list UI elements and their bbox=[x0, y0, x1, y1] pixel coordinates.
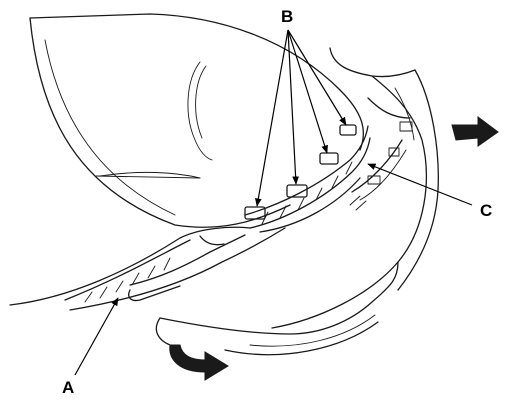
clip bbox=[244, 206, 266, 220]
bracket bbox=[367, 175, 381, 185]
lower-bumper-lip bbox=[9, 226, 286, 311]
label-c: C bbox=[480, 201, 492, 220]
bracket bbox=[399, 121, 413, 132]
label-a: A bbox=[62, 378, 74, 397]
callout-b-lines bbox=[255, 29, 347, 207]
body-panel bbox=[29, 13, 364, 228]
pull-direction-arrow-right bbox=[451, 116, 499, 147]
pull-direction-arrow-bottom bbox=[155, 317, 229, 381]
bracket bbox=[388, 147, 400, 157]
label-b: B bbox=[281, 7, 293, 26]
bumper-cover bbox=[159, 47, 439, 356]
callout-c-line bbox=[367, 163, 473, 206]
callout-a-line bbox=[74, 297, 119, 376]
clip-row bbox=[244, 124, 357, 220]
clip bbox=[319, 152, 339, 165]
clip bbox=[286, 184, 308, 198]
clip bbox=[339, 124, 357, 136]
